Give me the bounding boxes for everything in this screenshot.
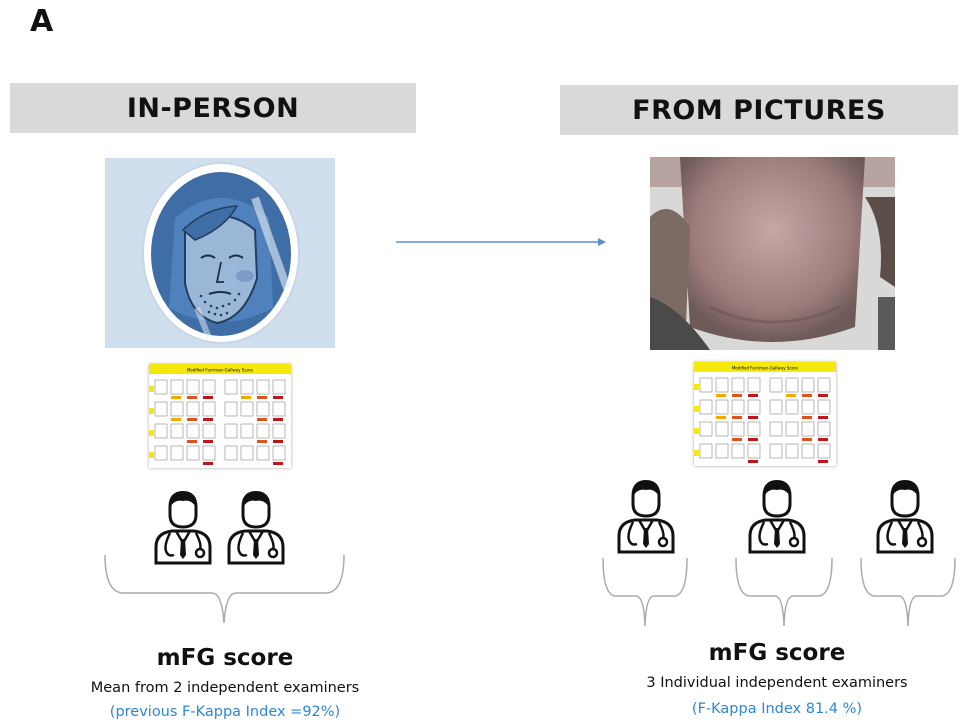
doctor-icon: [150, 487, 216, 565]
face-illustration: [105, 158, 335, 348]
bracket-right-2: [735, 558, 833, 627]
face-illustration-icon: [105, 158, 335, 348]
right-result-description: 3 Individual independent examiners: [646, 675, 908, 691]
doctor-icon: [613, 476, 679, 554]
bracket-right-3: [860, 558, 956, 627]
bracket-left: [104, 555, 345, 624]
doctor-icon: [744, 476, 810, 554]
neck-photo: [650, 157, 895, 350]
arrow-connector: [396, 238, 606, 246]
header-from-pictures: FROM PICTURES: [560, 85, 958, 135]
score-card-right: Modified Ferriman-Gallwey Score: [694, 362, 836, 466]
left-result-title: mFG score: [156, 645, 294, 671]
header-in-person: IN-PERSON: [10, 83, 416, 133]
left-kappa: (previous F-Kappa Index =92%): [109, 704, 341, 720]
score-card-left: Modified Ferriman-Gallwey Score: [149, 364, 291, 468]
right-result-title: mFG score: [708, 640, 846, 666]
panel-letter: A: [30, 4, 54, 39]
score-card-title: Modified Ferriman-Gallwey Score: [732, 366, 799, 371]
doctor-icon: [872, 476, 938, 554]
left-result-description: Mean from 2 independent examiners: [90, 680, 360, 696]
doctor-icon: [223, 487, 289, 565]
score-card-title: Modified Ferriman-Gallwey Score: [187, 368, 254, 373]
bracket-right-1: [602, 558, 688, 627]
right-kappa: (F-Kappa Index 81.4 %): [691, 701, 863, 717]
